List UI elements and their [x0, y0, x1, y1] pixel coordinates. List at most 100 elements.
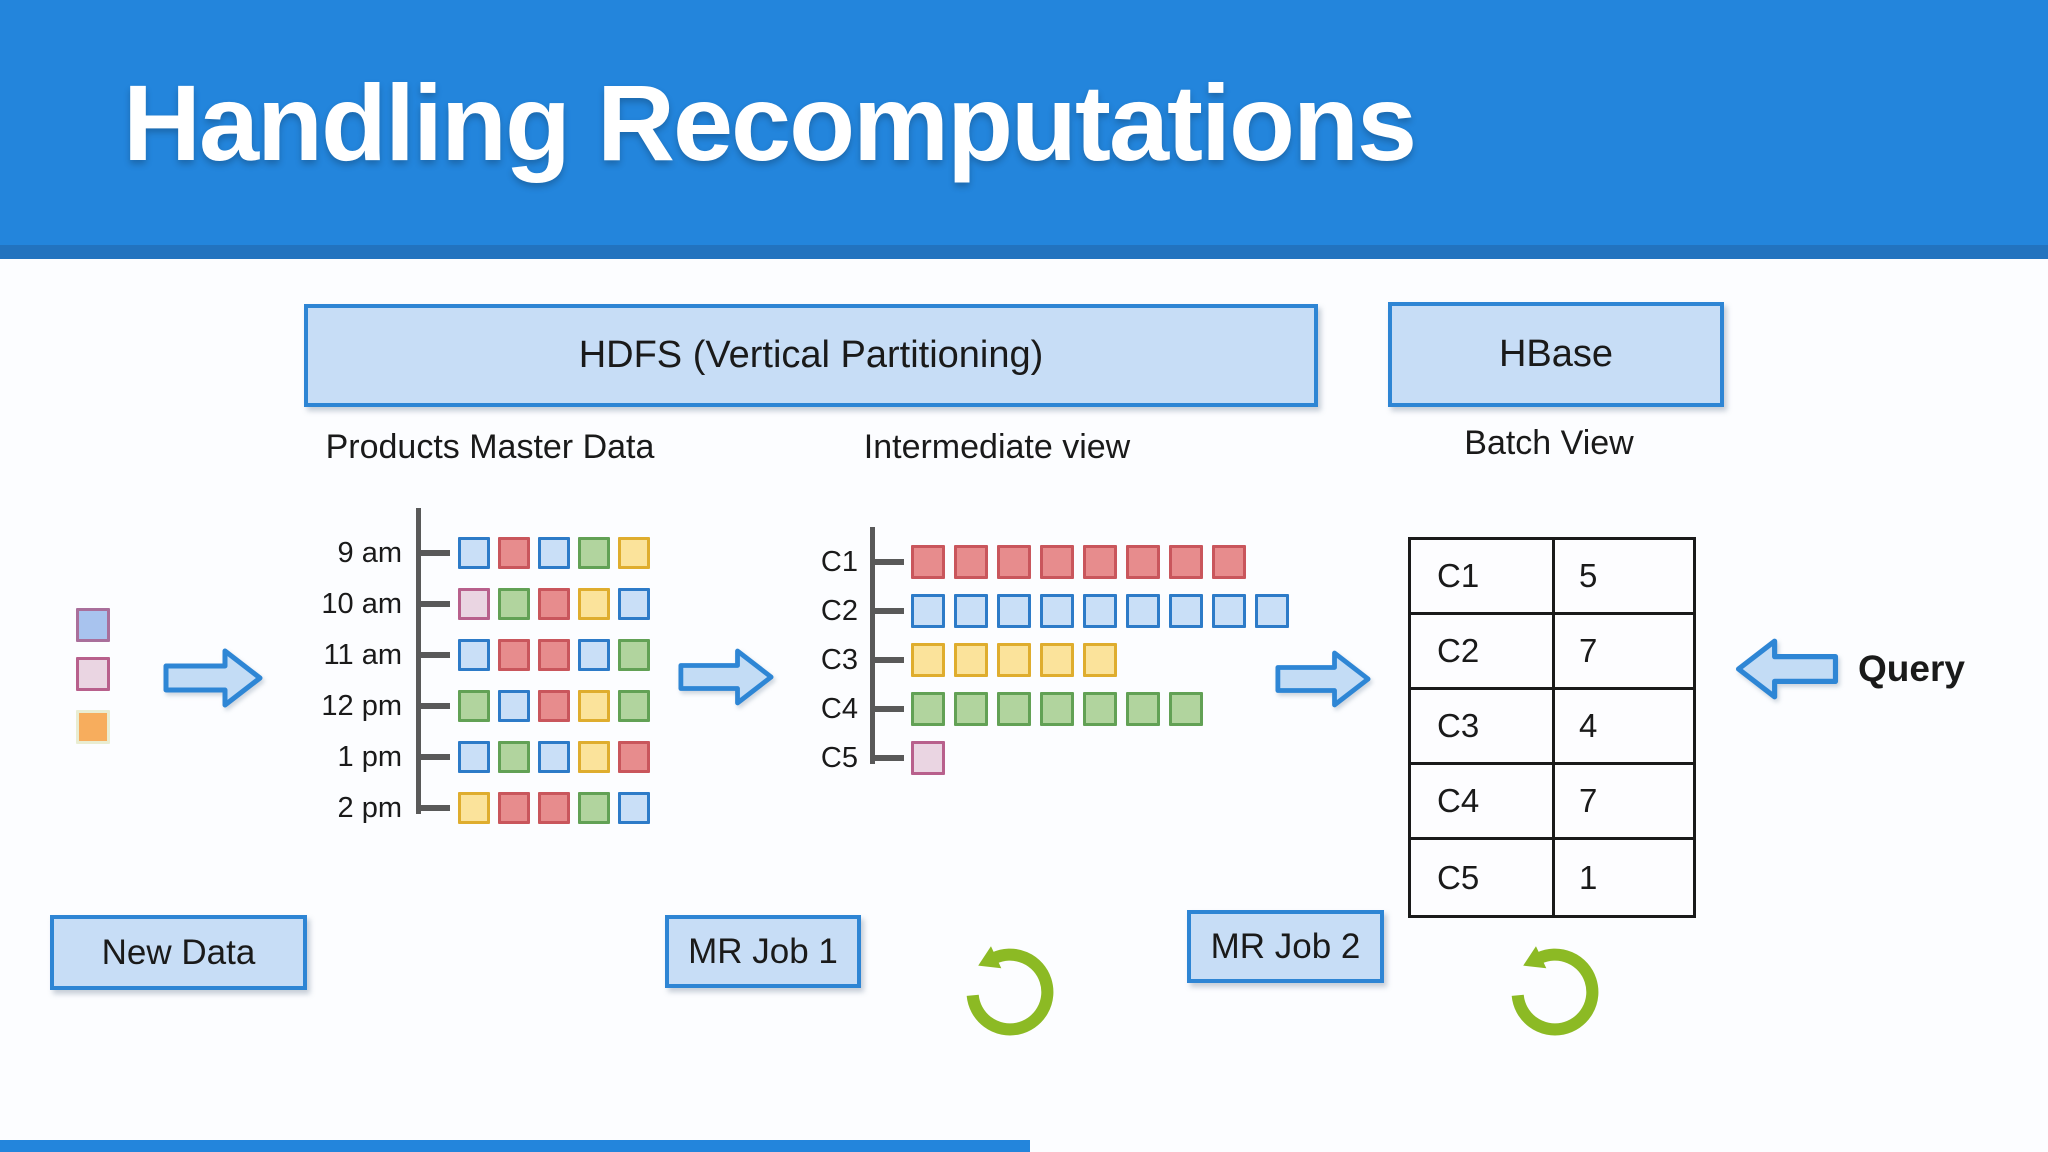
- intermediate-cell-square: [1169, 594, 1203, 628]
- slide-title: Handling Recomputations: [123, 62, 1417, 183]
- intermediate-cell-square: [911, 545, 945, 579]
- master-cell-square: [618, 588, 650, 620]
- axis-tick: [870, 657, 904, 663]
- axis-tick: [416, 652, 450, 658]
- master-cell-square: [578, 588, 610, 620]
- intermediate-row-label: C5: [820, 741, 858, 774]
- batch-value-cell: 7: [1579, 632, 1598, 669]
- intermediate-cell-square: [954, 545, 988, 579]
- right-arrow-icon: [163, 648, 263, 708]
- intermediate-cell-square: [1212, 545, 1246, 579]
- new-data-square: [76, 657, 110, 691]
- intermediate-cell-square: [1083, 545, 1117, 579]
- mr-job1-label: MR Job 1: [688, 931, 838, 971]
- intermediate-cell-square: [997, 594, 1031, 628]
- intermediate-cell-square: [1255, 594, 1289, 628]
- intermediate-cell-square: [911, 643, 945, 677]
- master-cell-square: [458, 690, 490, 722]
- recompute-cycle-icon: [966, 946, 1054, 1036]
- intermediate-cell-square: [1126, 545, 1160, 579]
- intermediate-cell-square: [1040, 594, 1074, 628]
- batch-key-cell: C1: [1411, 540, 1555, 612]
- axis-tick: [416, 703, 450, 709]
- axis-tick: [870, 706, 904, 712]
- query-label: Query: [1858, 648, 1965, 689]
- intermediate-cell-square: [1212, 594, 1246, 628]
- master-cell-square: [458, 639, 490, 671]
- batch-value-cell: 5: [1579, 557, 1598, 594]
- new-data-square: [76, 710, 110, 744]
- new-data-label: New Data: [101, 932, 256, 972]
- new-data-box: New Data: [50, 915, 307, 990]
- time-label: 2 pm: [337, 791, 402, 824]
- master-cell-square: [538, 537, 570, 569]
- time-label: 1 pm: [337, 740, 402, 773]
- mr-job2-label: MR Job 2: [1210, 926, 1361, 966]
- intermediate-cell-square: [1083, 594, 1117, 628]
- master-cell-square: [538, 741, 570, 773]
- time-label: 11 am: [323, 638, 402, 671]
- intermediate-cell-square: [1169, 545, 1203, 579]
- master-cell-square: [618, 741, 650, 773]
- intermediate-cell-square: [1126, 692, 1160, 726]
- batch-value-cell: 4: [1579, 707, 1598, 744]
- axis-tick: [870, 755, 904, 761]
- master-cell-square: [538, 588, 570, 620]
- intermediate-axis: [870, 527, 875, 764]
- intermediate-cell-square: [911, 594, 945, 628]
- master-cell-square: [458, 741, 490, 773]
- axis-tick: [416, 550, 450, 556]
- batch-key-cell: C5: [1411, 840, 1555, 915]
- intermediate-cell-square: [1083, 692, 1117, 726]
- intermediate-cell-square: [1169, 692, 1203, 726]
- intermediate-row-label: C2: [820, 594, 858, 627]
- intermediate-cell-square: [1126, 594, 1160, 628]
- time-label: 10 am: [321, 587, 402, 620]
- master-cell-square: [578, 741, 610, 773]
- master-cell-square: [498, 792, 530, 824]
- master-cell-square: [538, 639, 570, 671]
- batch-key-cell: C3: [1411, 690, 1555, 762]
- intermediate-cell-square: [1083, 643, 1117, 677]
- hbase-container-box: HBase: [1388, 302, 1724, 407]
- intermediate-cell-square: [911, 692, 945, 726]
- header-bar: [0, 0, 2048, 245]
- intermediate-cell-square: [954, 643, 988, 677]
- intermediate-cell-square: [911, 741, 945, 775]
- intermediate-cell-square: [997, 545, 1031, 579]
- master-cell-square: [618, 639, 650, 671]
- time-label: 9 am: [337, 536, 402, 569]
- intermediate-cell-square: [954, 692, 988, 726]
- intermediate-row-label: C4: [820, 692, 858, 725]
- master-cell-square: [458, 792, 490, 824]
- mr-job1-box: MR Job 1: [665, 915, 861, 988]
- mr-job2-box: MR Job 2: [1187, 910, 1384, 983]
- time-label: 12 pm: [321, 689, 402, 722]
- master-cell-square: [498, 690, 530, 722]
- master-cell-square: [618, 690, 650, 722]
- intermediate-cell-square: [1040, 692, 1074, 726]
- intermediate-cell-square: [997, 643, 1031, 677]
- master-cell-square: [498, 537, 530, 569]
- hbase-label: HBase: [1498, 333, 1614, 375]
- master-cell-square: [498, 588, 530, 620]
- bottom-accent-strip: [0, 1140, 1030, 1152]
- hdfs-container-box: HDFS (Vertical Partitioning): [304, 304, 1318, 407]
- master-cell-square: [498, 741, 530, 773]
- master-cell-square: [578, 792, 610, 824]
- master-cell-square: [458, 537, 490, 569]
- master-cell-square: [538, 792, 570, 824]
- intermediate-cell-square: [1040, 545, 1074, 579]
- intermediate-row-label: C3: [820, 643, 858, 676]
- batch-view-caption: Batch View: [1464, 424, 1634, 462]
- axis-tick: [416, 754, 450, 760]
- axis-tick: [870, 559, 904, 565]
- intermediate-view-caption: Intermediate view: [863, 428, 1131, 466]
- intermediate-cell-square: [997, 692, 1031, 726]
- left-arrow-icon: [1735, 638, 1839, 700]
- new-data-square: [76, 608, 110, 642]
